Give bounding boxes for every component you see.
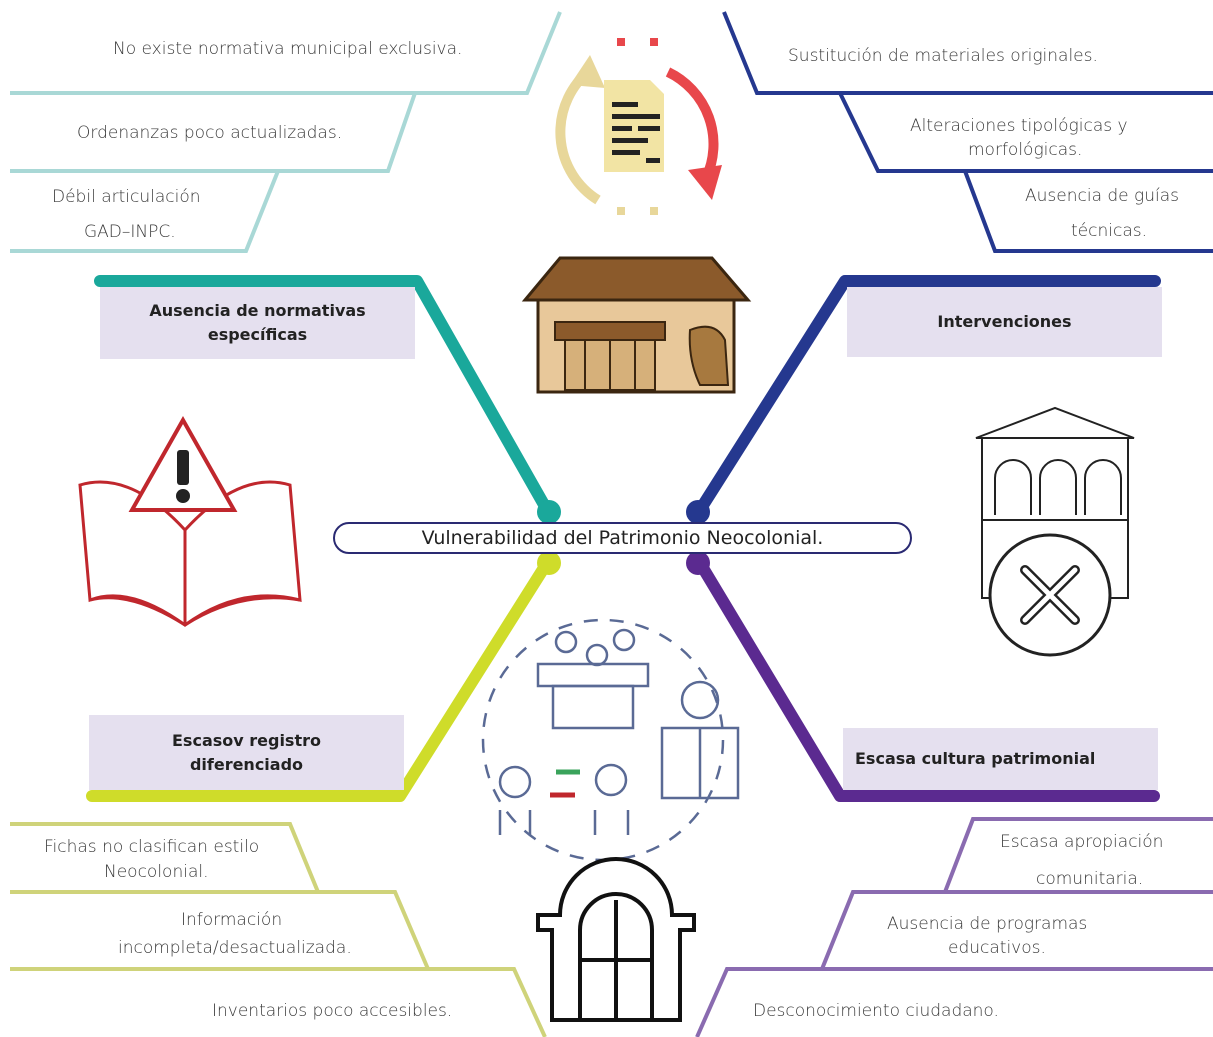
intervenciones-item-1: Sustitución de materiales originales. <box>788 46 1098 66</box>
cultura-branch-line <box>694 557 1160 802</box>
normativas-label-line2: específicas <box>207 325 308 344</box>
normativas-label: Ausencia de normativas específicas <box>149 299 365 347</box>
normativas-label-line1: Ausencia de normativas <box>149 301 366 320</box>
house-icon <box>521 256 752 394</box>
center-label: Vulnerabilidad del Patrimonio Neocolonia… <box>421 527 824 549</box>
intervenciones-item-3b: técnicas. <box>1071 221 1147 241</box>
normativas-item-2: Ordenanzas poco actualizadas. <box>77 123 343 143</box>
registro-item-2b: incompleta/desactualizada. <box>118 938 352 958</box>
cultura-label-box: Escasa cultura patrimonial <box>843 728 1158 790</box>
registro-label-box: Escasov registro diferenciado <box>89 715 404 790</box>
intervenciones-item-2a: Alteraciones tipológicas y <box>910 116 1128 136</box>
registro-item-1b: Neocolonial. <box>104 862 209 882</box>
registro-label-line2: diferenciado <box>189 754 304 774</box>
cultura-connector-lines <box>695 817 1213 1037</box>
document-cycle-icon <box>555 38 722 215</box>
intervenciones-item-2b: morfológicas. <box>968 140 1083 160</box>
normativas-item-1: No existe normativa municipal exclusiva. <box>113 39 463 59</box>
arch-door-icon <box>536 857 696 1022</box>
building-cross-icon <box>975 406 1135 657</box>
intervenciones-label: Intervenciones <box>937 312 1072 331</box>
center-node: Vulnerabilidad del Patrimonio Neocolonia… <box>333 522 912 554</box>
cultura-item-1b: comunitaria. <box>1036 869 1144 889</box>
intervenciones-connector-lines <box>722 11 1213 253</box>
normativas-item-3a: Débil articulación <box>52 187 201 207</box>
cultura-label: Escasa cultura patrimonial <box>855 749 1096 768</box>
intervenciones-label-box: Intervenciones <box>847 287 1162 357</box>
intervenciones-node-dot <box>686 500 710 524</box>
normativas-connector-lines <box>10 11 562 253</box>
registro-label-line1: Escasov registro <box>172 730 321 750</box>
registro-item-2a: Información <box>181 910 283 930</box>
normativas-item-3b: GAD–INPC. <box>84 222 176 242</box>
normativas-branch-line <box>94 275 553 516</box>
intervenciones-item-3a: Ausencia de guías <box>1025 186 1180 206</box>
cultura-item-1a: Escasa apropiación <box>1000 832 1164 852</box>
cultura-item-2b: educativos. <box>948 938 1046 958</box>
registro-item-3: Inventarios poco accesibles. <box>212 1001 453 1021</box>
registro-node-dot <box>537 551 561 575</box>
normativas-node-dot <box>537 500 561 524</box>
registro-label: Escasov registro diferenciado <box>172 729 321 777</box>
cultura-node-dot <box>686 551 710 575</box>
cultura-item-2a: Ausencia de programas <box>887 914 1088 934</box>
intervenciones-branch-line <box>694 275 1161 516</box>
registro-item-1a: Fichas no clasifican estilo <box>44 837 260 857</box>
warning-book-icon <box>78 415 302 627</box>
normativas-label-box: Ausencia de normativas específicas <box>100 287 415 359</box>
cultura-item-3: Desconocimiento ciudadano. <box>753 1001 999 1021</box>
education-icon <box>481 618 740 862</box>
registro-branch-line <box>86 557 553 802</box>
registro-connector-lines <box>10 822 547 1037</box>
